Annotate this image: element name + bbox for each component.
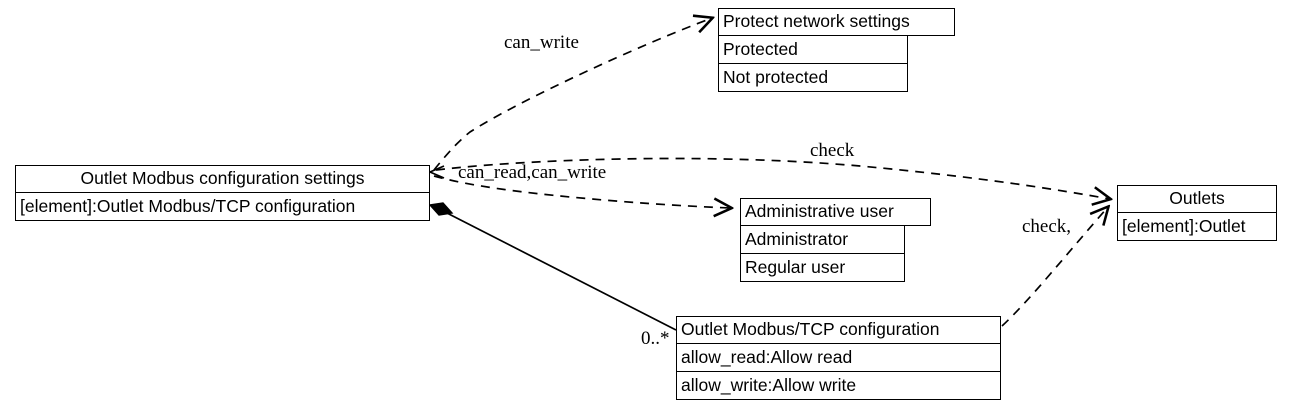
node-literal-not-protected: Not protected — [718, 64, 908, 92]
node-title: Outlet Modbus/TCP configuration — [676, 316, 1001, 344]
arrowhead-into-settings — [427, 165, 445, 179]
edge-label-check-bottom: check, — [1022, 216, 1072, 237]
node-attribute-allow-read: allow_read:Allow read — [676, 344, 1001, 372]
node-literal-protected: Protected — [718, 36, 908, 64]
node-protect-network-settings[interactable]: Protect network settings Protected Not p… — [718, 8, 955, 92]
node-outlet-modbus-tcp-configuration[interactable]: Outlet Modbus/TCP configuration allow_re… — [676, 316, 1001, 400]
edge-label-can-read-can-write: can_read,can_write — [458, 162, 607, 183]
node-outlets[interactable]: Outlets [element]:Outlet — [1117, 185, 1277, 241]
node-literal-regular-user: Regular user — [740, 254, 905, 282]
node-administrative-user[interactable]: Administrative user Administrator Regula… — [740, 198, 931, 282]
node-attribute-allow-write: allow_write:Allow write — [676, 372, 1001, 400]
edge-label-can-write: can_write — [504, 32, 579, 53]
edge-check-bottom — [1001, 207, 1108, 327]
node-title: Outlets — [1117, 185, 1277, 213]
edge-composition — [442, 210, 677, 331]
node-title: Outlet Modbus configuration settings — [15, 165, 430, 193]
edge-label-check-top: check — [810, 140, 855, 161]
node-title: Protect network settings — [718, 8, 955, 36]
node-attribute: [element]:Outlet — [1117, 213, 1277, 241]
node-outlet-modbus-configuration-settings[interactable]: Outlet Modbus configuration settings [el… — [15, 165, 430, 221]
composition-diamond — [428, 202, 454, 216]
node-attribute: [element]:Outlet Modbus/TCP configuratio… — [15, 193, 430, 221]
edge-check-top — [435, 157, 1110, 199]
edge-label-multiplicity: 0..* — [641, 328, 670, 349]
edge-can-read-can-write — [433, 175, 731, 208]
node-title: Administrative user — [740, 198, 931, 226]
node-literal-administrator: Administrator — [740, 226, 905, 254]
edge-can-write — [433, 18, 712, 171]
